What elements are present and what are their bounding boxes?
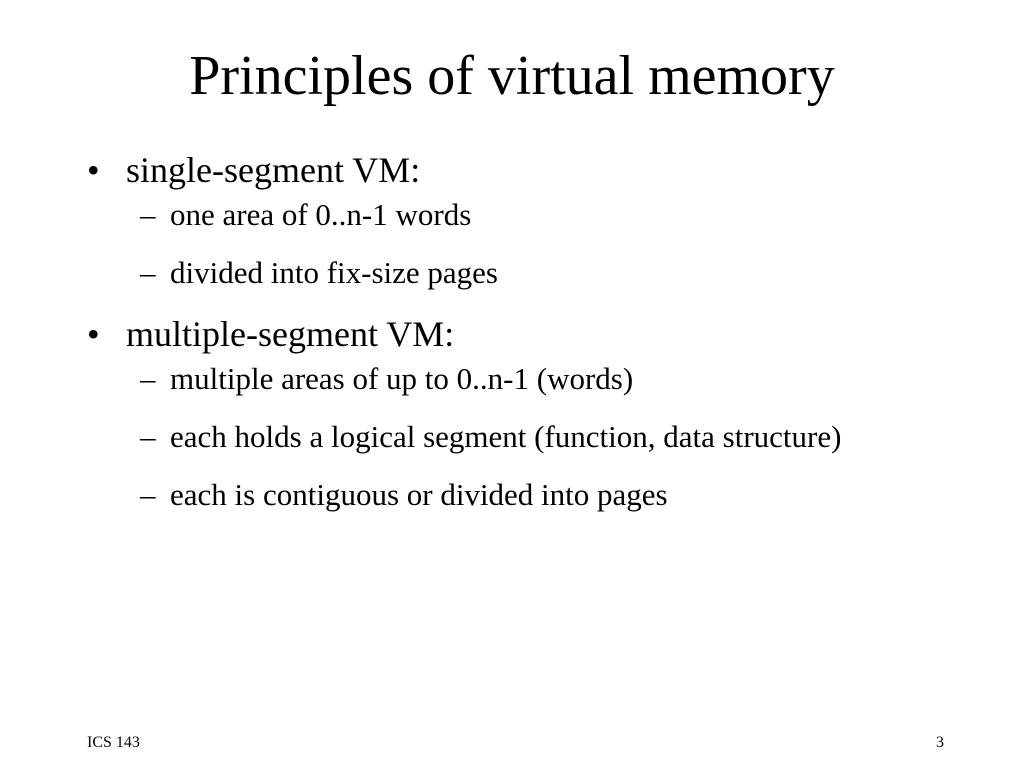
page-number: 3: [936, 734, 944, 751]
sub-bullet-item: – one area of 0..n-1 words: [0, 196, 1024, 234]
sub-bullet-text: multiple areas of up to 0..n-1 (words): [170, 361, 634, 396]
bullet-marker: •: [87, 314, 100, 354]
slide-title: Principles of virtual memory: [189, 45, 835, 107]
sub-bullet-marker: –: [140, 419, 156, 454]
bullet-text: multiple-segment VM:: [126, 314, 455, 354]
sub-bullet-text: each holds a logical segment (function, …: [170, 419, 842, 454]
sub-bullet-item: – each holds a logical segment (function…: [0, 418, 1024, 456]
bullet-list: • single-segment VM: – one area of 0..n-…: [0, 148, 1024, 534]
bullet-text: single-segment VM:: [126, 150, 421, 190]
sub-bullet-list: – one area of 0..n-1 words – divided int…: [126, 196, 1024, 292]
sub-bullet-marker: –: [140, 197, 156, 232]
bullet-item: • multiple-segment VM: – multiple areas …: [0, 312, 1024, 514]
sub-bullet-marker: –: [140, 255, 156, 290]
bullet-marker: •: [87, 150, 100, 190]
sub-bullet-item: – each is contiguous or divided into pag…: [0, 476, 1024, 514]
sub-bullet-text: divided into fix-size pages: [170, 255, 498, 290]
sub-bullet-item: – multiple areas of up to 0..n-1 (words): [0, 360, 1024, 398]
sub-bullet-text: one area of 0..n-1 words: [170, 197, 472, 232]
sub-bullet-marker: –: [140, 477, 156, 512]
sub-bullet-marker: –: [140, 361, 156, 396]
sub-bullet-item: – divided into fix-size pages: [0, 254, 1024, 292]
sub-bullet-list: – multiple areas of up to 0..n-1 (words)…: [126, 360, 1024, 514]
bullet-item: • single-segment VM: – one area of 0..n-…: [0, 148, 1024, 292]
footer-course-label: ICS 143: [87, 734, 140, 751]
sub-bullet-text: each is contiguous or divided into pages: [170, 477, 668, 512]
